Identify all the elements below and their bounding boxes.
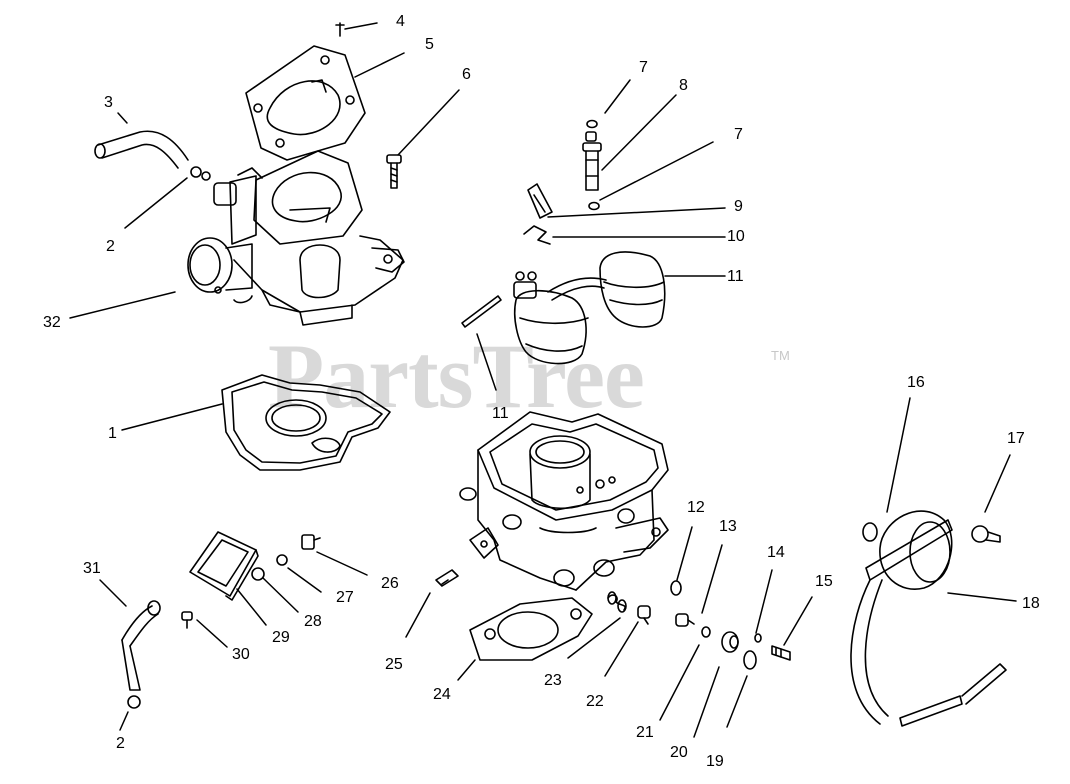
needle-seat-8-icon	[582, 131, 602, 191]
nut-27-icon	[276, 554, 288, 566]
screw-6-icon	[386, 154, 402, 189]
callout-27: 27	[336, 589, 354, 606]
screw-17-icon	[971, 525, 1001, 543]
hose-clamp-2-icon	[190, 166, 211, 181]
callout-29: 29	[272, 629, 290, 646]
bushing-20-icon	[721, 631, 739, 653]
screw-13-icon	[675, 613, 695, 627]
callout-5: 5	[425, 36, 434, 53]
solenoid-29	[189, 531, 259, 601]
screw-15-icon	[771, 645, 791, 661]
screw-4-icon	[335, 22, 345, 37]
carburetor-body	[459, 411, 669, 591]
washer-28-icon	[251, 567, 265, 581]
fuel-hose-31-icon	[121, 600, 161, 691]
callout-9: 9	[734, 198, 743, 215]
fuel-solenoid-18	[850, 510, 1007, 727]
screw-26-icon	[301, 534, 321, 550]
o-ring-7-icon	[586, 119, 600, 211]
callout-22: 22	[586, 693, 604, 710]
callout-28: 28	[304, 613, 322, 630]
screw-22-icon	[637, 605, 651, 625]
o-ring-16-icon	[862, 522, 878, 542]
callout-18: 18	[1022, 595, 1040, 612]
gasket-1	[221, 374, 391, 471]
callout-2-top: 2	[106, 238, 115, 255]
float-11	[513, 251, 666, 365]
callout-32: 32	[43, 314, 61, 331]
callout-3: 3	[104, 94, 113, 111]
callout-15: 15	[815, 573, 833, 590]
needle-clip-10-icon	[523, 225, 551, 245]
float-pin-11-icon	[461, 295, 502, 328]
callout-21: 21	[636, 724, 654, 741]
callout-12: 12	[687, 499, 705, 516]
washer-21-icon	[701, 626, 711, 638]
cover-plate-5	[245, 45, 366, 161]
callout-25: 25	[385, 656, 403, 673]
callout-11-float: 11	[727, 268, 744, 285]
o-ring-19-icon	[743, 650, 757, 670]
callout-7-bottom: 7	[734, 126, 743, 143]
upper-body-32	[187, 150, 405, 326]
callout-7-top: 7	[639, 59, 648, 76]
callout-13: 13	[719, 518, 737, 535]
callout-20: 20	[670, 744, 688, 761]
flange-gasket-24	[469, 597, 593, 661]
callout-16: 16	[907, 374, 925, 391]
fuel-hose-3-icon	[94, 130, 189, 169]
callout-19: 19	[706, 753, 724, 770]
callout-30: 30	[232, 646, 250, 663]
spring-23-icon	[607, 591, 627, 613]
hose-clamp-2-bottom-icon	[127, 695, 141, 709]
screw-30-icon	[181, 611, 193, 629]
spring-14-icon	[754, 633, 762, 643]
callout-10: 10	[727, 228, 745, 245]
callout-24: 24	[433, 686, 451, 703]
callout-14: 14	[767, 544, 785, 561]
callout-2-bottom: 2	[116, 735, 125, 752]
leader-lines	[69, 22, 1017, 738]
callout-1: 1	[108, 425, 117, 442]
callout-6: 6	[462, 66, 471, 83]
callout-31: 31	[83, 560, 101, 577]
callout-4: 4	[396, 13, 405, 30]
callout-23: 23	[544, 672, 562, 689]
inlet-needle-9-icon	[527, 183, 553, 219]
callout-17: 17	[1007, 430, 1025, 447]
screw-25-icon	[435, 569, 459, 587]
callout-8: 8	[679, 77, 688, 94]
o-ring-12-icon	[670, 580, 682, 596]
callout-26: 26	[381, 575, 399, 592]
trademark-mark: TM	[771, 348, 790, 363]
callout-11-pin: 11	[492, 405, 509, 422]
